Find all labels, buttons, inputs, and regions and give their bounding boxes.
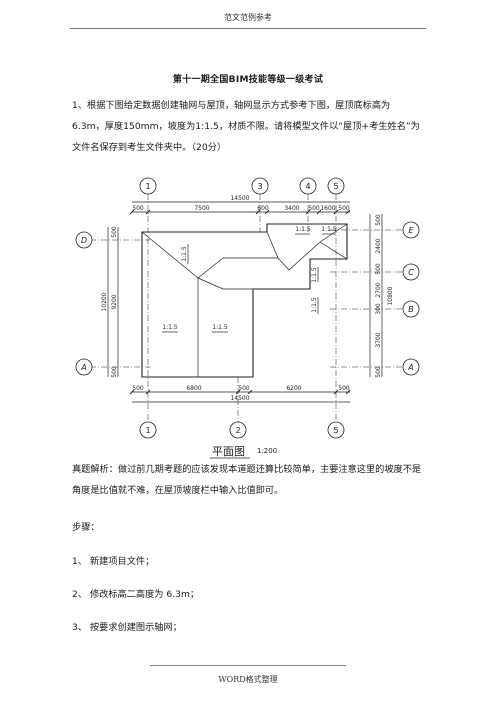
dim-right: 2400 bbox=[375, 238, 382, 253]
roof-hip bbox=[197, 277, 224, 290]
dim-left: 500 bbox=[111, 366, 118, 378]
step-item: 1、 新建项目文件； bbox=[72, 556, 155, 567]
dim-right: 500 bbox=[375, 366, 382, 378]
dim-right: 500 bbox=[375, 214, 382, 226]
dim-bottom: 500 bbox=[338, 385, 350, 392]
dim-bottom: 500 bbox=[238, 385, 250, 392]
slope-label: 1:1.5 bbox=[162, 324, 178, 331]
plan-caption: 平面图 bbox=[212, 445, 245, 458]
dim-top: 3400 bbox=[284, 205, 299, 212]
axis-label-bottom: 1 bbox=[145, 426, 150, 435]
dim-top: 500 bbox=[308, 205, 320, 212]
plan-scale: 1:200 bbox=[257, 447, 277, 455]
slope-label: 1:1.5 bbox=[311, 297, 318, 313]
roof-outline bbox=[141, 223, 348, 378]
page-footer: WORD格式整理 bbox=[218, 675, 278, 684]
dim-right: 3700 bbox=[375, 332, 382, 347]
axis-label-top: 4 bbox=[305, 182, 310, 191]
dim-left: 500 bbox=[111, 226, 118, 238]
header-divider bbox=[70, 28, 426, 29]
slope-label: 1:1.5 bbox=[181, 246, 188, 262]
axis-label-top: 5 bbox=[333, 182, 338, 191]
roof-hip bbox=[141, 231, 199, 279]
dim-right-total: 10800 bbox=[387, 286, 394, 305]
slope-label: 1:1.5 bbox=[321, 226, 337, 233]
dim-top: 500 bbox=[338, 205, 350, 212]
roof-hip bbox=[277, 257, 290, 271]
dim-top: 7500 bbox=[194, 205, 209, 212]
slope-label: 1:1.5 bbox=[311, 267, 318, 283]
dim-bottom-total: 14500 bbox=[230, 395, 249, 402]
page-header: 范文范例参考 bbox=[224, 13, 272, 22]
roof-hip bbox=[266, 231, 279, 259]
axis-label-top: 3 bbox=[257, 182, 262, 191]
dim-bottom: 6800 bbox=[186, 385, 201, 392]
axis-label-bottom: 5 bbox=[333, 426, 338, 435]
dim-right: 2700 bbox=[375, 282, 382, 297]
slope-label: 1:1.5 bbox=[295, 226, 311, 233]
analysis-text: 真题解析：做过前几期考题的应该发现本道题还算比较简单，主要注意这里的坡度不是角度… bbox=[72, 464, 422, 496]
exam-title: 第十一期全国BIM技能等级一级考试 bbox=[172, 75, 324, 85]
dim-top: 500 bbox=[132, 205, 144, 212]
axis-label-right: C bbox=[408, 268, 414, 277]
dim-top-total: 14500 bbox=[230, 195, 249, 202]
axis-label-left: D bbox=[81, 236, 87, 245]
floor-plan-drawing: 1 3 4 5 1 2 5 D A E C B A 14500 500 7500… bbox=[75, 177, 420, 459]
axis-label-right: A bbox=[407, 363, 413, 372]
dim-left-total: 10200 bbox=[101, 292, 108, 311]
dim-right: 300 bbox=[375, 303, 382, 315]
dim-bottom: 500 bbox=[132, 385, 144, 392]
dim-top: 600 bbox=[257, 205, 269, 212]
roof-ridge bbox=[197, 257, 224, 279]
axis-label-right: E bbox=[408, 226, 414, 235]
dim-right: 500 bbox=[375, 263, 382, 275]
axis-label-right: B bbox=[408, 305, 414, 314]
roof-ridge bbox=[288, 241, 321, 271]
footer-divider bbox=[150, 665, 346, 666]
step-item: 2、 修改标高二高度为 6.3m； bbox=[72, 589, 200, 600]
roof-hip bbox=[319, 223, 348, 243]
dim-bottom: 6200 bbox=[286, 385, 301, 392]
question-text: 1、根据下图给定数据创建轴网与屋顶，轴网显示方式参考下图，屋顶底标高为6.3m，… bbox=[72, 100, 420, 153]
slope-label: 1:1.5 bbox=[212, 324, 228, 331]
steps-label: 步骤： bbox=[72, 522, 100, 533]
axis-label-bottom: 2 bbox=[235, 426, 240, 435]
roof-hip bbox=[319, 241, 348, 260]
axis-label-top: 1 bbox=[145, 182, 150, 191]
dim-left: 9200 bbox=[111, 294, 118, 309]
axis-label-left: A bbox=[80, 363, 86, 372]
step-item: 3、 按要求创建图示轴网； bbox=[72, 622, 182, 633]
dim-top: 1600 bbox=[320, 205, 335, 212]
